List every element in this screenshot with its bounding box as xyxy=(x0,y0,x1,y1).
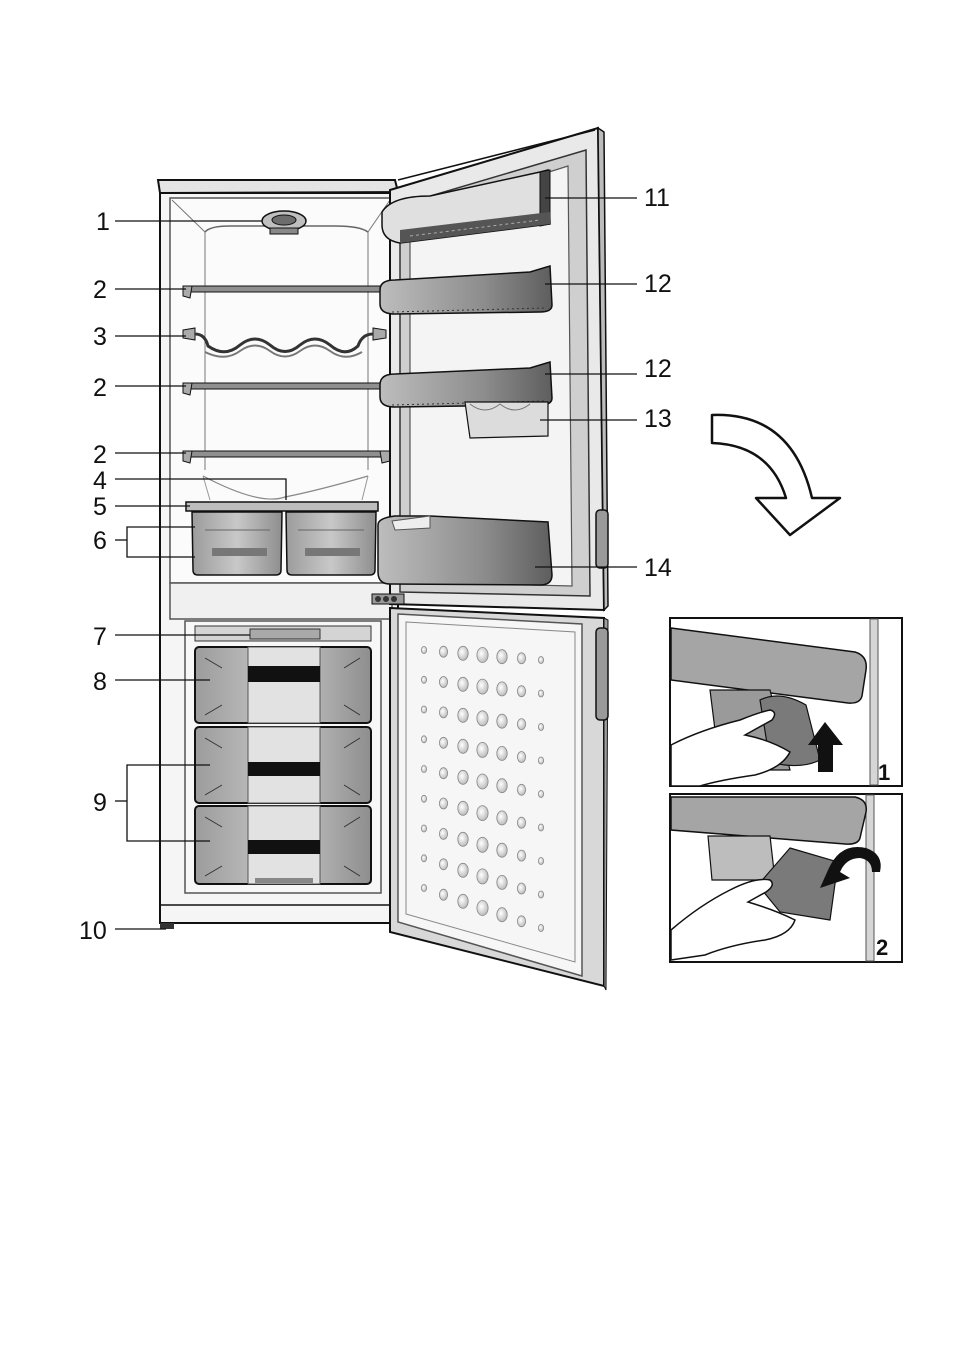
freezer-door-dimple xyxy=(421,766,426,773)
freezer-door-dimple xyxy=(421,736,426,743)
freezer-door-dimple xyxy=(458,739,468,753)
freezer-door-dimple xyxy=(538,791,543,798)
inset-1-number: 1 xyxy=(878,760,890,785)
freezer-door-dimple xyxy=(497,779,507,793)
label-2-top: 2 xyxy=(93,276,107,304)
label-14: 14 xyxy=(644,554,672,582)
freezer-door-dimple xyxy=(497,908,507,922)
freezer-door-dimple xyxy=(477,837,488,852)
freezer-door-dimple xyxy=(439,859,447,870)
label-2-bottom: 2 xyxy=(93,441,107,469)
freezer-door-dimple xyxy=(477,711,488,726)
label-12-upper: 12 xyxy=(644,270,672,298)
freezer-door-dimple xyxy=(458,708,468,722)
label-8: 8 xyxy=(93,668,107,696)
freezer-drawer-middle xyxy=(195,727,371,803)
freezer-door-dimple xyxy=(477,742,488,757)
freezer-door-dimple xyxy=(538,657,543,664)
inset-2-number: 2 xyxy=(876,935,888,960)
freezer-door-dimple xyxy=(477,901,488,916)
crisper-right xyxy=(286,512,376,575)
freezer-door-dimple xyxy=(421,647,426,654)
freezer-door-dimple xyxy=(477,869,488,884)
freezer-door-dimple xyxy=(421,676,426,683)
label-1: 1 xyxy=(96,208,110,236)
label-6: 6 xyxy=(93,527,107,555)
freezer-door-dimple xyxy=(458,801,468,815)
freezer-door-dimple xyxy=(439,798,447,809)
ice-tray xyxy=(195,626,371,641)
freezer-door-dimple xyxy=(497,650,507,664)
freezer-door-dimple xyxy=(538,690,543,697)
freezer-door-dimple xyxy=(439,828,447,839)
freezer-door-dimple xyxy=(477,806,488,821)
freezer-door-dimple xyxy=(497,811,507,825)
label-5: 5 xyxy=(93,493,107,521)
freezer-drawer-bottom xyxy=(195,806,371,884)
freezer-door-dimple xyxy=(439,677,447,688)
freezer-door-dimple xyxy=(538,824,543,831)
freezer-door-dimple xyxy=(497,746,507,760)
freezer-door-dimple xyxy=(458,677,468,691)
freezer-door-dimple xyxy=(477,679,488,694)
freezer-door-dimple xyxy=(517,850,525,861)
freezer-door-dimple xyxy=(421,855,426,862)
freezer-door-dimple xyxy=(421,885,426,892)
egg-tray xyxy=(465,402,548,438)
freezer-door-dimple xyxy=(517,752,525,763)
freezer-door-dimple xyxy=(421,706,426,713)
freezer-door-dimple xyxy=(477,648,488,663)
curved-arrow-icon xyxy=(712,415,840,535)
freezer-door-dimple xyxy=(458,832,468,846)
freezer-door-dimple xyxy=(538,925,543,932)
freezer-door-dimple xyxy=(439,646,447,657)
freezer-door xyxy=(390,608,608,990)
freezer-door-dimple xyxy=(497,843,507,857)
freezer-door-dimple xyxy=(538,891,543,898)
crisper-left xyxy=(192,512,282,575)
crisper-cover-frame xyxy=(186,502,378,511)
freezer-door-dimple xyxy=(458,863,468,877)
freezer-door-dimple xyxy=(497,682,507,696)
freezer-door-dimple xyxy=(538,757,543,764)
inset-step-2: 2 xyxy=(670,794,902,962)
freezer-door-dimple xyxy=(421,795,426,802)
freezer-door-dimple xyxy=(538,858,543,865)
freezer-door-dimple xyxy=(517,653,525,664)
freezer-drawer-top xyxy=(195,647,371,723)
freezer-door-dimple xyxy=(439,768,447,779)
bottle-shelf xyxy=(378,516,552,585)
freezer-door-dimple xyxy=(517,817,525,828)
label-3: 3 xyxy=(93,323,107,351)
freezer-door-dimple xyxy=(497,714,507,728)
label-7: 7 xyxy=(93,623,107,651)
freezer-door-dimple xyxy=(517,883,525,894)
freezer-door-dimple xyxy=(517,916,525,927)
inset-step-1: 1 xyxy=(670,618,902,786)
label-10: 10 xyxy=(79,917,107,945)
label-4: 4 xyxy=(93,467,107,495)
freezer-door-dimple xyxy=(517,784,525,795)
freezer-door-dimple xyxy=(458,646,468,660)
freezer-door-dimple xyxy=(538,724,543,731)
freezer-door-dimple xyxy=(458,770,468,784)
label-11: 11 xyxy=(644,184,670,212)
freezer-door-dimple xyxy=(439,889,447,900)
freezer-door-dimple xyxy=(497,875,507,889)
label-12-lower: 12 xyxy=(644,355,672,383)
freezer-door-dimple xyxy=(517,686,525,697)
label-2-middle: 2 xyxy=(93,374,107,402)
freezer-door-dimple xyxy=(517,719,525,730)
freezer-door-dimple xyxy=(421,825,426,832)
freezer-door-dimple xyxy=(458,894,468,908)
label-13: 13 xyxy=(644,405,672,433)
freezer-door-dimple xyxy=(439,737,447,748)
freezer-door-dimple xyxy=(439,707,447,718)
label-9: 9 xyxy=(93,789,107,817)
freezer-door-dimple xyxy=(477,774,488,789)
